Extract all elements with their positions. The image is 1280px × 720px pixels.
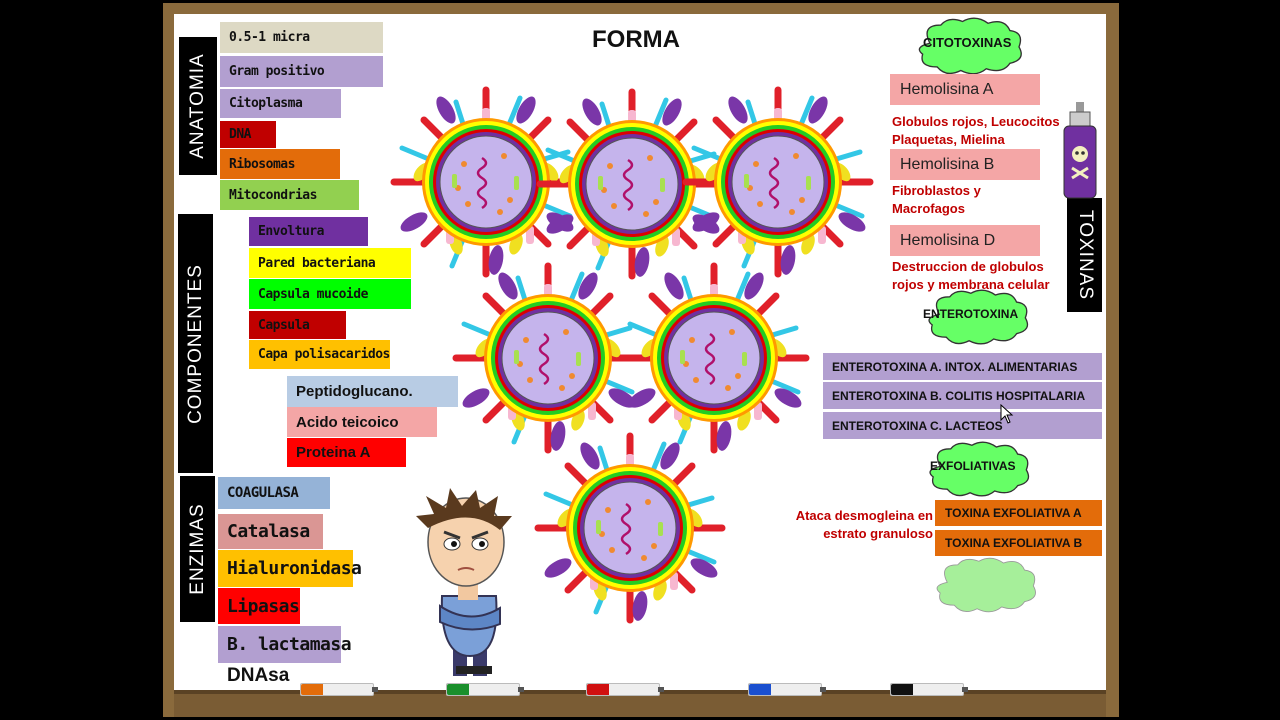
- cursor-icon: [1000, 404, 1014, 424]
- empty-cloud: [936, 557, 1036, 613]
- enterotoxina-c: ENTEROTOXINA C. LACTEOS: [823, 412, 1102, 439]
- componente-envoltura: Envoltura: [249, 217, 368, 246]
- enzima-b-lactamasa: B. lactamasa: [218, 626, 352, 663]
- black-marker: [890, 683, 968, 696]
- bacterium-icon: [622, 266, 806, 452]
- enzima-coagulasa: COAGULASA: [218, 477, 330, 509]
- anatomia-item-citoplasma: Citoplasma: [220, 89, 341, 118]
- hemolisina-a: Hemolisina A: [890, 74, 1040, 105]
- anatomia-item-size: 0.5-1 micra: [220, 22, 383, 53]
- hemolisina-d: Hemolisina D: [890, 225, 1040, 256]
- hemolisina-b: Hemolisina B: [890, 149, 1040, 180]
- componente-capsula: Capsula: [249, 311, 346, 339]
- componente-capa-polisacaridos: Capa polisacaridos: [249, 340, 390, 369]
- bacterium-icon: [538, 436, 722, 622]
- toxina-exfoliativa-b: TOXINA EXFOLIATIVA B: [935, 530, 1102, 556]
- green-marker: [446, 683, 524, 696]
- enzima-catalasa: Catalasa: [218, 514, 323, 549]
- enterotoxina-b: ENTEROTOXINA B. COLITIS HOSPITALARIA: [823, 382, 1102, 409]
- exfoliativas-note: Ataca desmogleina en estrato granuloso: [795, 508, 933, 541]
- section-label-enzimas: ENZIMAS: [180, 476, 215, 622]
- enterotoxina-label: ENTEROTOXINA: [923, 307, 1019, 321]
- pared-peptidoglucano: Peptidoglucano.: [287, 376, 458, 407]
- section-label-componentes: COMPONENTES: [178, 214, 213, 473]
- pared-acido-teicoico: Acido teicoico: [287, 407, 437, 437]
- componente-pared: Pared bacteriana: [249, 248, 411, 278]
- citotoxinas-label: CITOTOXINAS: [923, 35, 1012, 50]
- orange-marker: [300, 683, 378, 696]
- anatomia-item-ribosomas: Ribosomas: [220, 149, 340, 179]
- thinking-boy-icon: [416, 488, 512, 676]
- componente-capsula-mucoide: Capsula mucoide: [249, 279, 411, 309]
- bacterium-icon: [456, 266, 640, 452]
- poison-can-icon: [1063, 102, 1097, 199]
- enterotoxina-a: ENTEROTOXINA A. INTOX. ALIMENTARIAS: [823, 353, 1102, 380]
- blue-marker: [748, 683, 826, 696]
- hemolisina-a-note: Globulos rojos, Leucocitos Plaquetas, Mi…: [892, 114, 1060, 147]
- section-label-toxinas: TOXINAS: [1067, 198, 1102, 312]
- hemolisina-b-note: Fibroblastos y Macrofagos: [892, 183, 981, 216]
- anatomia-item-dna: DNA: [220, 121, 276, 148]
- exfoliativas-label: EXFOLIATIVAS: [930, 459, 1016, 473]
- red-marker: [586, 683, 664, 696]
- hemolisina-d-note: Destruccion de globulos rojos y membrana…: [892, 259, 1050, 292]
- section-label-anatomia: ANATOMIA: [179, 37, 217, 175]
- enzima-dnasa: DNAsa: [227, 665, 290, 686]
- enzima-hialuronidasa: Hialuronidasa: [218, 550, 362, 587]
- toxina-exfoliativa-a: TOXINA EXFOLIATIVA A: [935, 500, 1102, 526]
- pared-proteina-a: Proteina A: [287, 438, 406, 467]
- bacterium-icon: [686, 90, 870, 276]
- page-title: FORMA: [592, 26, 680, 53]
- anatomia-item-gram: Gram positivo: [220, 56, 383, 87]
- enzima-lipasas: Lipasas: [218, 588, 300, 624]
- anatomia-item-mitocondrias: Mitocondrias: [220, 180, 359, 210]
